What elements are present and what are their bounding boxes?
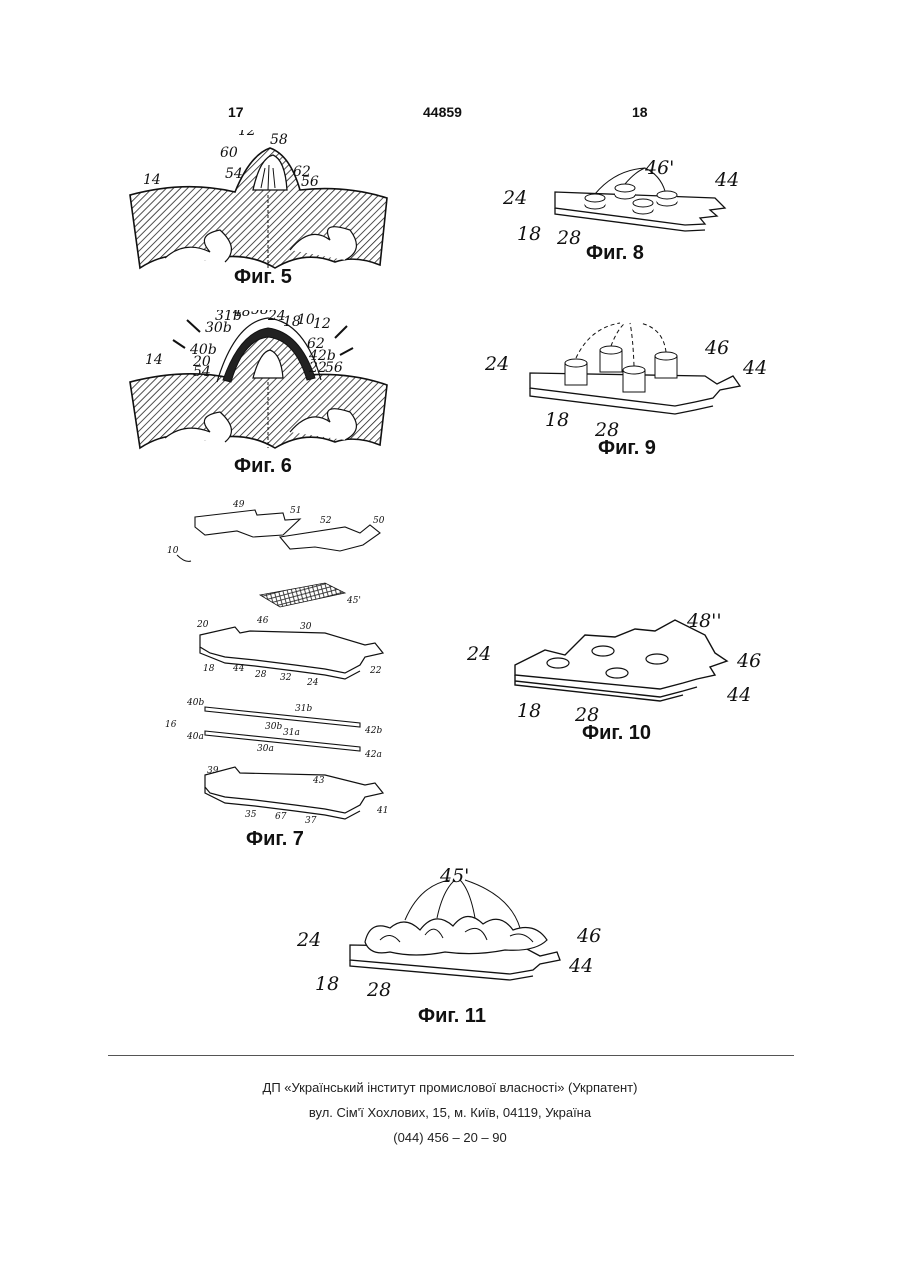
- fig7-ref: 44: [232, 664, 245, 674]
- fig7-ref: 43: [312, 776, 325, 786]
- fig10-ref: 18: [517, 700, 541, 722]
- fig6-ref: 58: [251, 310, 269, 318]
- fig6-ref: 30b: [205, 320, 232, 336]
- figure-9-drawing: 46 24 44 18 28: [485, 318, 775, 438]
- fig7-ref: 42a: [364, 750, 382, 760]
- fig7-ref: 31b: [295, 704, 312, 714]
- figure-11-drawing: 45' 24 46 44 18 28: [295, 860, 615, 1000]
- fig8-ref: 18: [517, 223, 541, 245]
- figure-11-caption: Фиг. 11: [418, 1005, 486, 1028]
- figure-8-drawing: 46' 44 24 18 28: [495, 150, 755, 245]
- fig10-ref: 24: [466, 643, 491, 665]
- fig10-ref: 44: [726, 684, 751, 706]
- footer-address: вул. Сім'ї Хохлових, 15, м. Київ, 04119,…: [0, 1105, 900, 1120]
- left-page-number: 17: [228, 104, 244, 120]
- footer-divider: [108, 1055, 794, 1056]
- fig8-ref: 28: [556, 227, 581, 245]
- fig7-ref: 52: [320, 516, 332, 526]
- fig11-ref: 44: [568, 955, 593, 977]
- fig10-ref: 46: [736, 650, 761, 672]
- fig7-ref: 37: [305, 816, 317, 826]
- fig9-ref: 24: [485, 353, 509, 375]
- fig6-ref: 14: [145, 352, 163, 368]
- figure-8-caption: Фиг. 8: [586, 242, 644, 265]
- fig9-ref: 44: [742, 357, 767, 379]
- fig11-ref: 18: [315, 973, 339, 995]
- figure-6-caption: Фиг. 6: [234, 455, 292, 478]
- fig5-ref: 12: [238, 130, 256, 139]
- fig7-ref: 35: [245, 810, 257, 820]
- fig5-ref: 14: [143, 172, 161, 188]
- fig7-ref: 16: [165, 720, 177, 730]
- figure-7-drawing: 49 51 52 50 10 45' 20 46 30 18 44 28 32 …: [165, 495, 415, 835]
- fig7-ref: 50: [373, 516, 385, 526]
- figure-10-drawing: 48'' 24 46 44 18 28: [465, 605, 775, 725]
- fig7-ref: 46: [256, 616, 269, 626]
- fig7-ref: 30: [300, 622, 312, 632]
- fig11-ref: 28: [366, 979, 391, 1000]
- figure-7-caption: Фиг. 7: [246, 828, 304, 851]
- fig7-ref: 22: [369, 666, 382, 676]
- figure-5-caption: Фиг. 5: [234, 266, 292, 289]
- fig9-ref: 28: [594, 419, 619, 438]
- figure-6-drawing: 31b 48 58 24 18 10 12 30b 40b 20 54 62 4…: [125, 310, 395, 450]
- fig7-ref: 45': [346, 596, 361, 606]
- fig6-ref: 48: [232, 310, 251, 320]
- footer-organization: ДП «Український інститут промислової вла…: [0, 1080, 900, 1095]
- fig8-ref: 46': [644, 157, 674, 179]
- fig7-ref: 10: [167, 546, 179, 556]
- fig7-ref: 31a: [283, 728, 300, 738]
- fig8-ref: 44: [714, 169, 739, 191]
- fig7-ref: 30a: [257, 744, 274, 754]
- figure-9-caption: Фиг. 9: [598, 437, 656, 460]
- fig8-ref: 24: [502, 187, 527, 209]
- fig7-ref: 18: [203, 664, 215, 674]
- fig7-ref: 28: [254, 670, 267, 680]
- fig7-ref: 40b: [186, 698, 204, 708]
- fig11-ref: 24: [296, 929, 321, 951]
- fig11-ref: 45': [439, 865, 469, 887]
- figure-5-drawing: 12 58 60 62 14 54 56: [125, 130, 395, 270]
- fig5-ref: 56: [301, 174, 319, 190]
- fig7-ref: 32: [280, 673, 292, 683]
- fig7-ref: 39: [207, 766, 219, 776]
- fig7-ref: 41: [376, 806, 388, 816]
- right-page-number: 18: [632, 104, 648, 120]
- fig7-ref: 24: [306, 678, 319, 688]
- fig7-ref: 42b: [364, 726, 382, 736]
- fig5-ref: 60: [220, 145, 238, 161]
- fig5-ref: 58: [270, 132, 288, 148]
- fig7-ref: 40a: [186, 732, 204, 742]
- fig7-ref: 67: [275, 812, 287, 822]
- fig7-ref: 51: [290, 506, 301, 516]
- fig9-ref: 46: [704, 337, 729, 359]
- fig7-ref: 30b: [265, 722, 282, 732]
- footer-phone: (044) 456 – 20 – 90: [0, 1130, 900, 1145]
- fig10-ref: 48'': [686, 610, 722, 632]
- fig7-ref: 49: [232, 500, 245, 510]
- fig11-ref: 46: [576, 925, 601, 947]
- fig5-ref: 54: [225, 166, 243, 182]
- fig7-ref: 20: [196, 620, 209, 630]
- fig6-ref: 56: [325, 360, 343, 376]
- fig6-ref: 12: [313, 316, 331, 332]
- fig6-ref: 54: [193, 364, 211, 380]
- fig9-ref: 18: [545, 409, 569, 431]
- patent-number: 44859: [423, 104, 462, 120]
- figure-10-caption: Фиг. 10: [582, 722, 651, 745]
